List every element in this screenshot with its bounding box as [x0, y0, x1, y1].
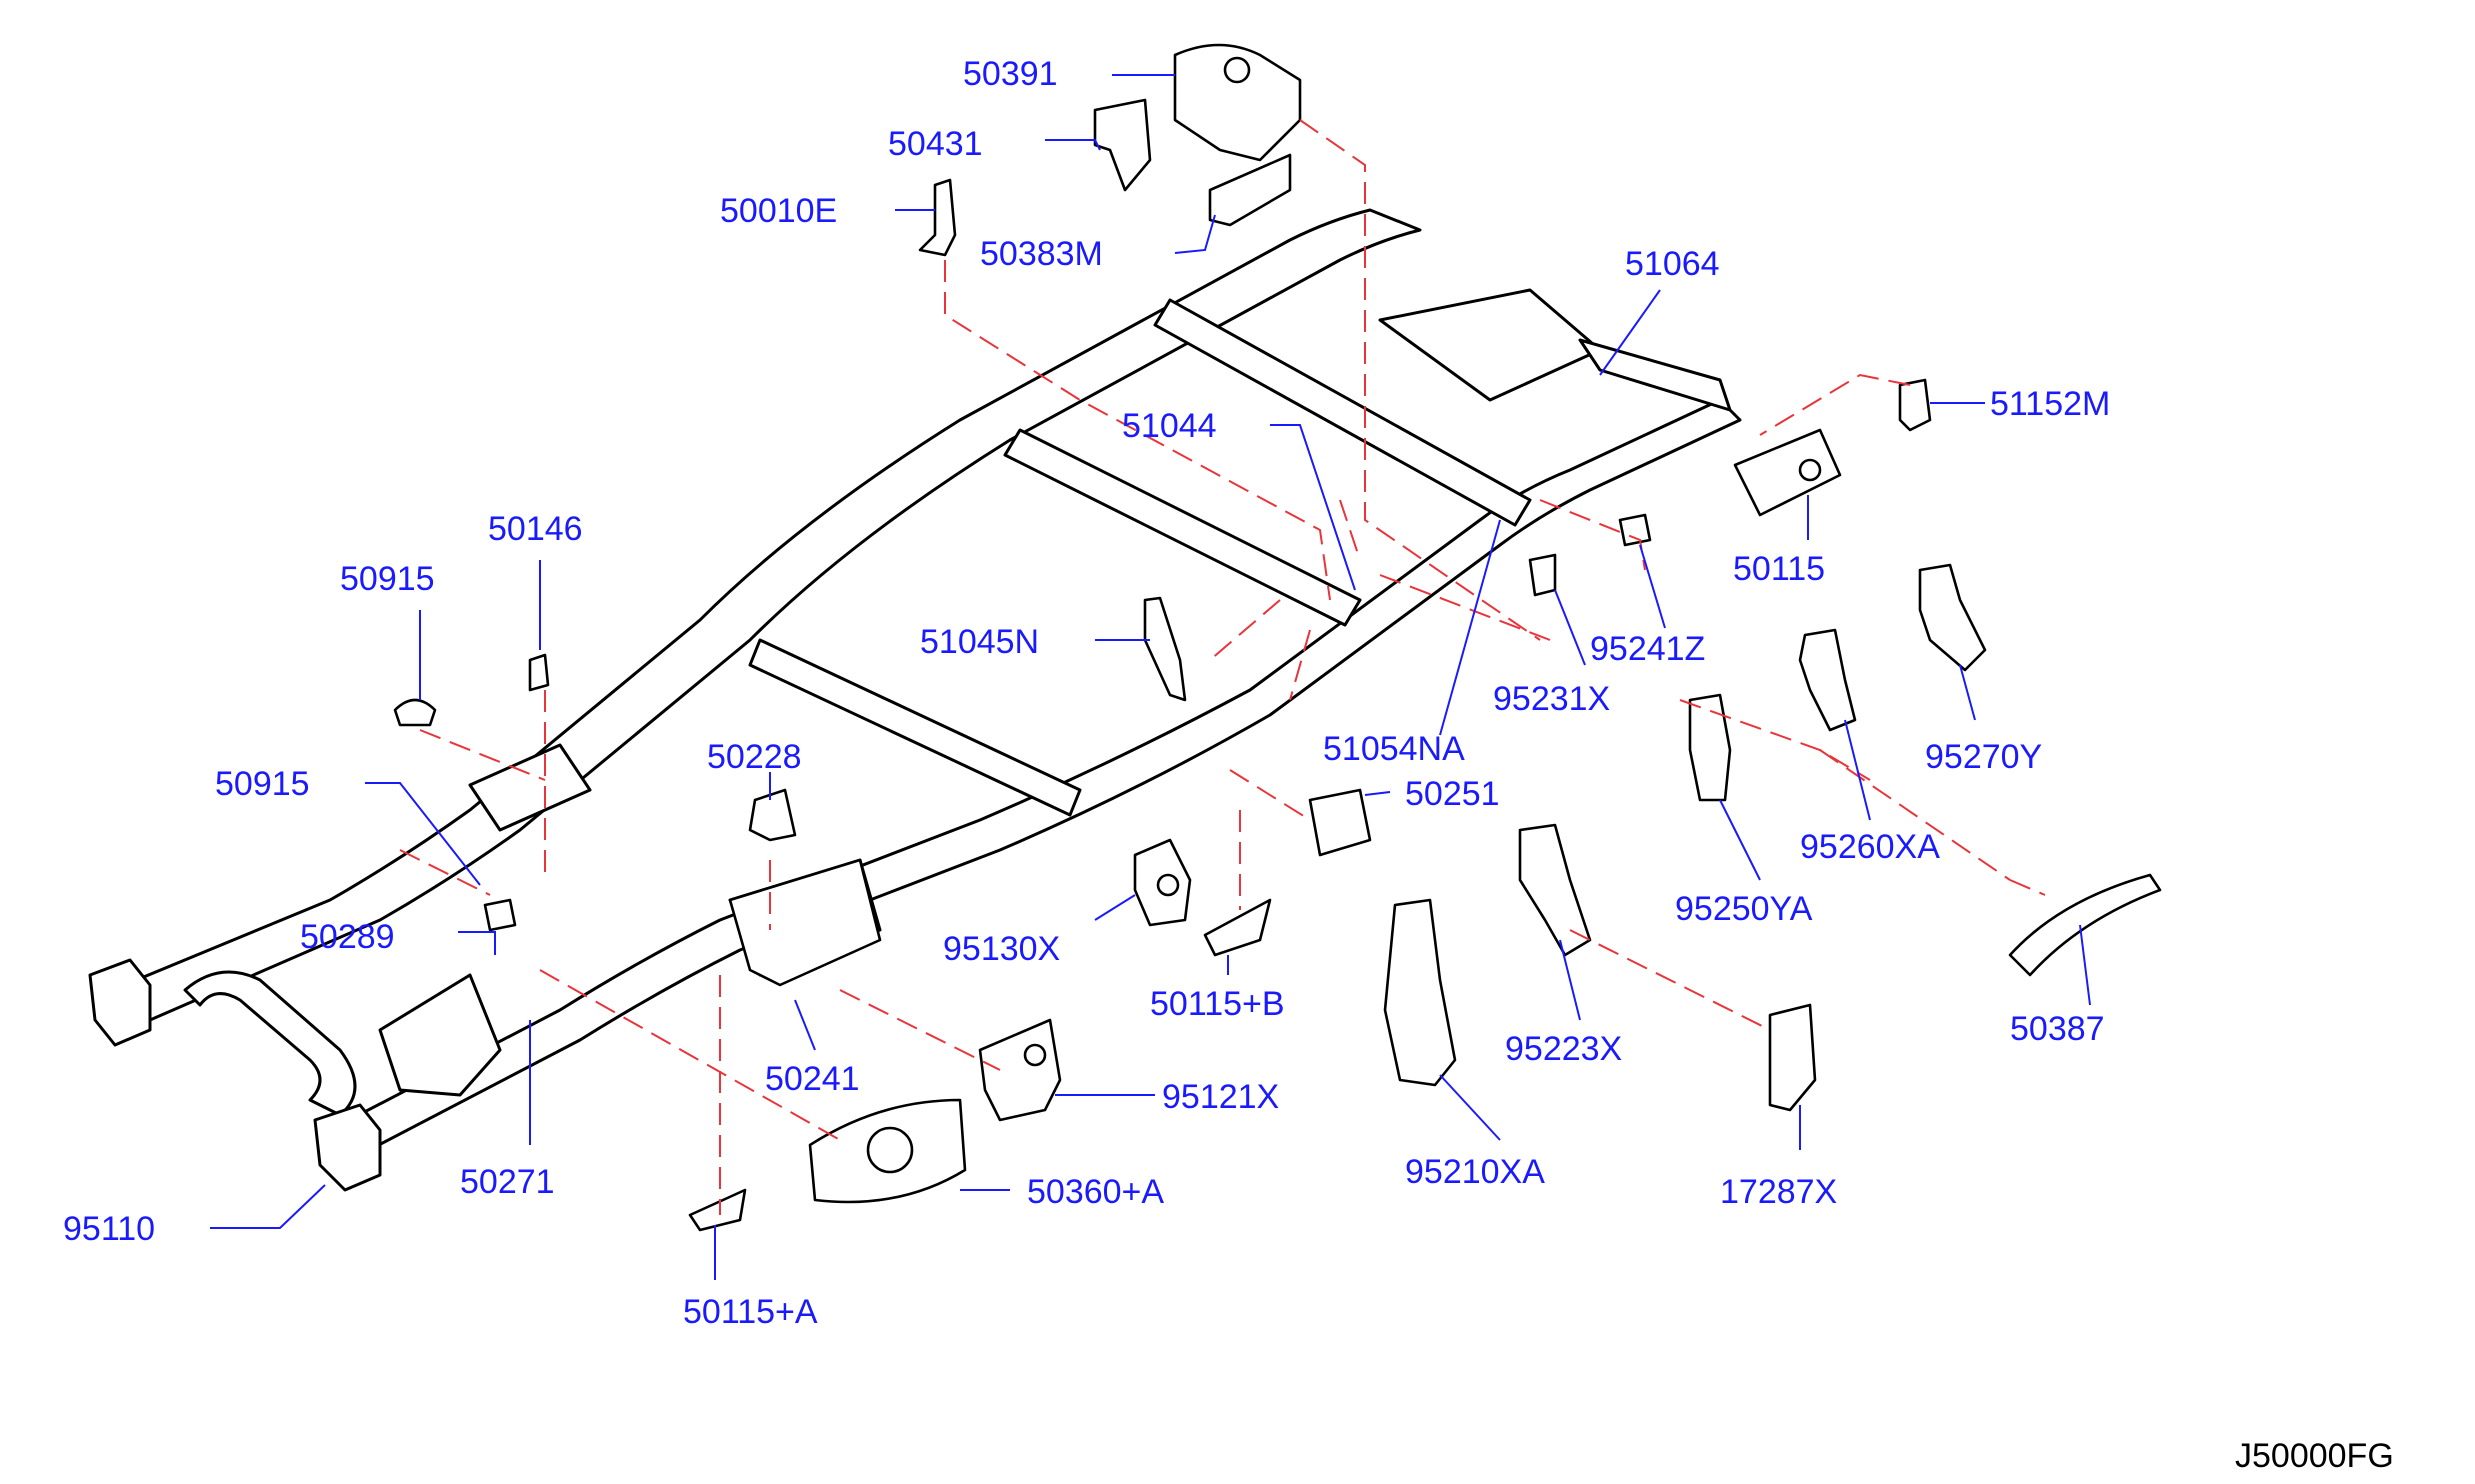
part-label-95121X[interactable]: 95121X: [1162, 1078, 1279, 1116]
part-51152M-shape: [1898, 378, 1932, 432]
front-tow-hook-right: [313, 1103, 382, 1192]
part-label-50915-upper[interactable]: 50915: [340, 560, 435, 598]
part-50241-shape: [728, 858, 882, 987]
front-tow-hook-left: [88, 958, 152, 1047]
part-label-50391[interactable]: 50391: [963, 55, 1058, 93]
part-95260XA-shape: [1798, 628, 1857, 732]
part-label-95231X[interactable]: 95231X: [1493, 680, 1610, 718]
part-labels: 50391 50431 50010E 50383M 51064 51152M 5…: [63, 55, 2110, 1331]
part-label-51054NA[interactable]: 51054NA: [1323, 730, 1465, 768]
part-label-50241[interactable]: 50241: [765, 1060, 860, 1098]
part-label-50115+A[interactable]: 50115+A: [683, 1293, 818, 1331]
part-50387-shape: [2008, 873, 2162, 977]
part-50431-shape: [1093, 98, 1152, 192]
part-label-50115[interactable]: 50115: [1733, 550, 1825, 588]
part-label-50915-lower[interactable]: 50915: [215, 765, 310, 803]
part-50360+A-hole: [866, 1126, 914, 1174]
rear-spring-seat: [1378, 288, 1602, 402]
part-95223X-shape: [1518, 823, 1592, 957]
part-label-51064[interactable]: 51064: [1625, 245, 1720, 283]
leader-lines: [210, 74, 2091, 1280]
front-crossmember: [183, 970, 357, 1117]
part-95130X-hole: [1156, 873, 1180, 897]
part-50115+A-shape: [688, 1188, 747, 1232]
part-50146-shape: [528, 653, 550, 692]
part-label-50146[interactable]: 50146: [488, 510, 583, 548]
part-50010E-shape: [918, 178, 957, 257]
part-50228-shape: [748, 788, 797, 842]
part-label-50251[interactable]: 50251: [1405, 775, 1500, 813]
part-50383M-shape: [1208, 153, 1292, 227]
part-label-50228[interactable]: 50228: [707, 738, 802, 776]
part-label-50289[interactable]: 50289: [300, 918, 395, 956]
part-label-50431[interactable]: 50431: [888, 125, 983, 163]
part-label-95260XA[interactable]: 95260XA: [1800, 828, 1940, 866]
part-95250YA-shape: [1688, 693, 1732, 802]
front-spring-hanger: [378, 973, 502, 1097]
transmission-crossmember: [1003, 428, 1362, 627]
rear-end-crossmember: [1578, 338, 1732, 412]
part-label-50010E[interactable]: 50010E: [720, 192, 837, 230]
part-label-50387[interactable]: 50387: [2010, 1010, 2105, 1048]
part-label-50383M[interactable]: 50383M: [980, 235, 1103, 273]
part-label-17287X[interactable]: 17287X: [1720, 1173, 1837, 1211]
part-label-51044[interactable]: 51044: [1122, 407, 1217, 445]
part-label-95241Z[interactable]: 95241Z: [1590, 630, 1705, 668]
rear-crossmember: [1153, 298, 1532, 527]
part-95231X-shape: [1528, 553, 1557, 597]
part-50115-hole: [1798, 458, 1822, 482]
part-95241Z-shape: [1618, 513, 1652, 547]
part-95210XA-shape: [1383, 898, 1457, 1087]
part-label-50360+A[interactable]: 50360+A: [1027, 1173, 1164, 1211]
part-label-51152M[interactable]: 51152M: [1990, 385, 2110, 423]
frame-assembly: [88, 208, 1742, 1192]
part-label-95110[interactable]: 95110: [63, 1210, 155, 1248]
right-side-rail: [328, 398, 1742, 1162]
middle-crossmember: [748, 638, 1082, 817]
diagram-code: J50000FG: [2235, 1437, 2394, 1475]
part-50391-shape: [1173, 43, 1302, 162]
part-95270Y-shape: [1918, 563, 1987, 672]
part-51045N-shape: [1143, 596, 1187, 702]
assembly-lines: [399, 119, 2046, 1215]
part-50251-shape: [1308, 788, 1372, 857]
part-label-95270Y[interactable]: 95270Y: [1925, 738, 2042, 776]
loose-parts: [393, 43, 2162, 1232]
part-label-95250YA[interactable]: 95250YA: [1675, 890, 1813, 928]
part-label-95210XA[interactable]: 95210XA: [1405, 1153, 1545, 1191]
part-label-95223X[interactable]: 95223X: [1505, 1030, 1622, 1068]
part-95121X-hole: [1023, 1043, 1047, 1067]
part-label-50271[interactable]: 50271: [460, 1163, 555, 1201]
part-50915-upper-shape: [393, 698, 437, 727]
part-label-95130X[interactable]: 95130X: [943, 930, 1060, 968]
part-95121X-shape: [978, 1018, 1062, 1122]
part-50289-shape: [483, 898, 517, 932]
part-50391-hole: [1223, 56, 1251, 84]
part-17287X-shape: [1768, 1003, 1817, 1112]
front-body-mount: [468, 743, 592, 832]
left-side-rail: [98, 208, 1422, 1022]
part-50115+B-shape: [1203, 898, 1272, 957]
part-label-51045N[interactable]: 51045N: [920, 623, 1039, 661]
part-label-50115+B[interactable]: 50115+B: [1150, 985, 1285, 1023]
part-50115-shape: [1733, 428, 1842, 517]
